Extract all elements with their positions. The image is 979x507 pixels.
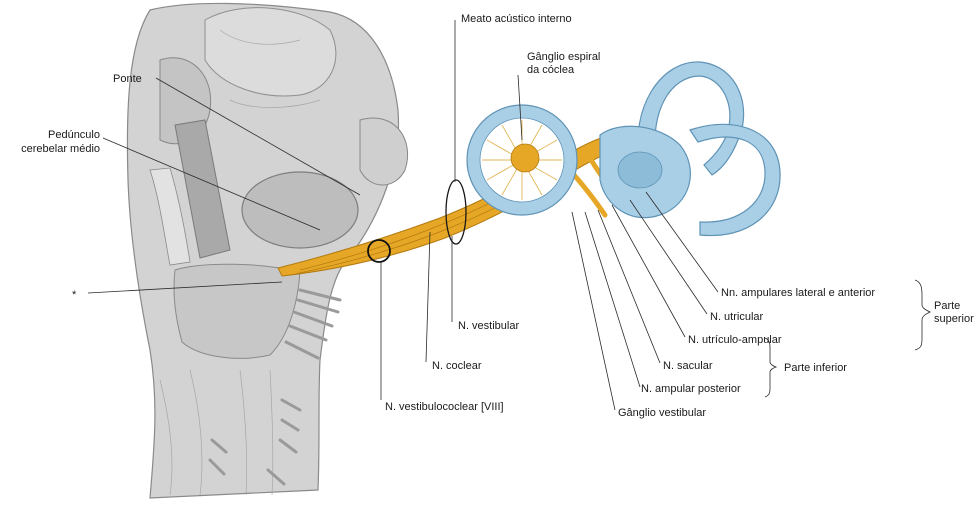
label-parte-superior-line2: superior (934, 313, 974, 325)
label-meato: Meato acústico interno (461, 13, 572, 25)
label-utricular: N. utricular (710, 311, 764, 323)
label-parte-superior-line1: Parte (934, 300, 960, 312)
label-peduncle-line1: Pedúnculo (48, 129, 100, 141)
label-ponte: Ponte (113, 73, 142, 85)
label-asterisk: * (72, 289, 77, 301)
label-vestibular: N. vestibular (458, 320, 519, 332)
inner-ear-labyrinth (467, 62, 780, 236)
label-peduncle-line2: cerebelar médio (21, 143, 100, 155)
label-ampular-posterior: N. ampular posterior (641, 383, 741, 395)
label-utriculo-ampular: N. utrículo-ampular (688, 334, 782, 346)
label-ganglio-vestibular: Gânglio vestibular (618, 407, 706, 419)
label-spiral-line2: da cóclea (527, 64, 575, 76)
label-sacular: N. sacular (663, 360, 713, 372)
label-ampulares-lat-ant: Nn. ampulares lateral e anterior (721, 287, 875, 299)
label-parte-inferior: Parte inferior (784, 362, 847, 374)
label-vestibulococlear: N. vestibulococlear [VIII] (385, 401, 504, 413)
label-coclear: N. coclear (432, 360, 482, 372)
label-spiral-line1: Gânglio espiral (527, 51, 600, 63)
